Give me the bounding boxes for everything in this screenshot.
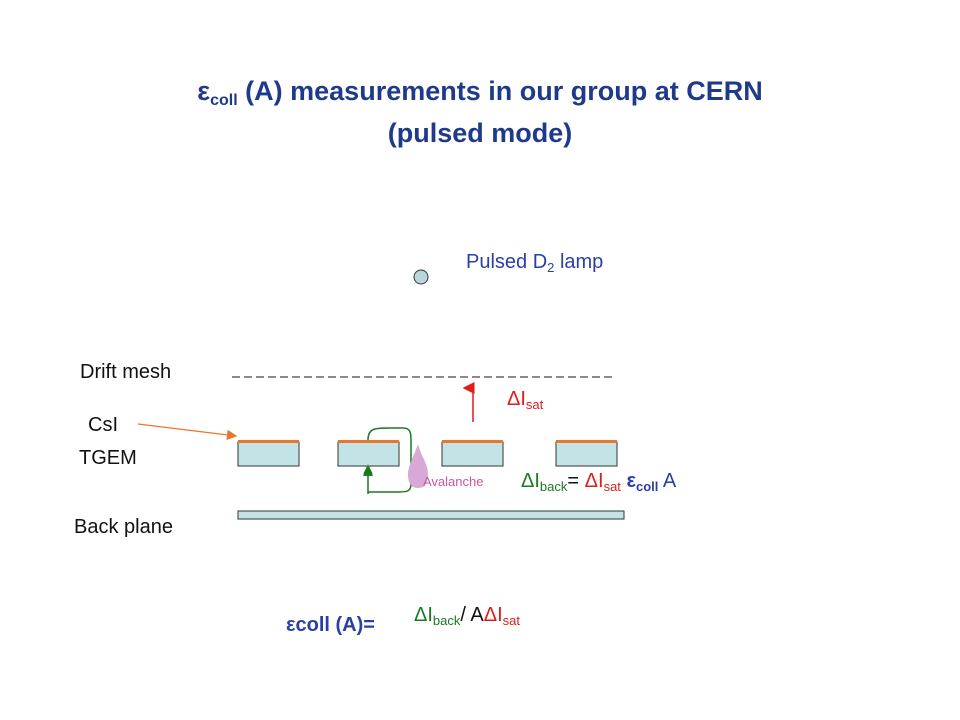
eq-rhs: ΔI (584, 470, 604, 492)
eq-sign: = (567, 470, 585, 492)
collection-equation: ΔIback= ΔIsat εcoll A (521, 470, 676, 494)
lamp-sub: 2 (547, 260, 555, 275)
lamp-text: Pulsed D (466, 251, 548, 273)
tgem-plate (555, 440, 618, 467)
back-plane (237, 510, 625, 520)
page-title: εcoll (A) measurements in our group at C… (0, 76, 960, 110)
title-line1: (A) measurements in our group at CERN (237, 76, 763, 106)
back-plane-label: Back plane (74, 516, 173, 538)
avalanche-label: Avalanche (423, 474, 484, 489)
eq-lhs: ΔI (521, 470, 540, 492)
lamp-icon (413, 269, 429, 285)
lamp-label: Pulsed D2 lamp (466, 251, 603, 275)
formula-slash: / A (460, 604, 484, 626)
csi-pointer-arrow (137, 423, 238, 441)
formula-den-sub: sat (502, 613, 521, 628)
delta-i-sat-sub: sat (525, 397, 544, 412)
lamp-suffix: lamp (554, 251, 604, 273)
avalanche-shape (408, 444, 428, 488)
electron-arrowhead (363, 466, 373, 476)
delta-i-sat-label: ΔIsat (507, 388, 543, 412)
delta-i-sat-main: ΔI (507, 388, 526, 410)
title-symbol: ε (197, 76, 211, 106)
page-subtitle: (pulsed mode) (387, 118, 573, 148)
tgem-label: TGEM (79, 447, 137, 469)
drift-mesh-label: Drift mesh (80, 361, 172, 383)
formula-rhs: ΔIback/ AΔIsat (414, 604, 520, 628)
eq-rhs-sub: sat (603, 479, 621, 494)
title-symbol-sub: coll (210, 92, 238, 109)
formula-num: ΔI (414, 604, 433, 626)
tgem-plate (337, 440, 400, 467)
formula-lhs: εcoll (A)= (286, 614, 375, 636)
eq-lhs-sub: back (539, 479, 568, 494)
tgem-plate (441, 440, 504, 467)
eq-a: A (658, 470, 677, 492)
tgem-plate (237, 440, 300, 467)
csi-label: CsI (88, 414, 118, 436)
eq-eps: ε (620, 470, 636, 492)
eq-eps-sub: coll (635, 479, 659, 494)
formula-den: ΔI (483, 604, 503, 626)
formula-num-sub: back (432, 613, 461, 628)
